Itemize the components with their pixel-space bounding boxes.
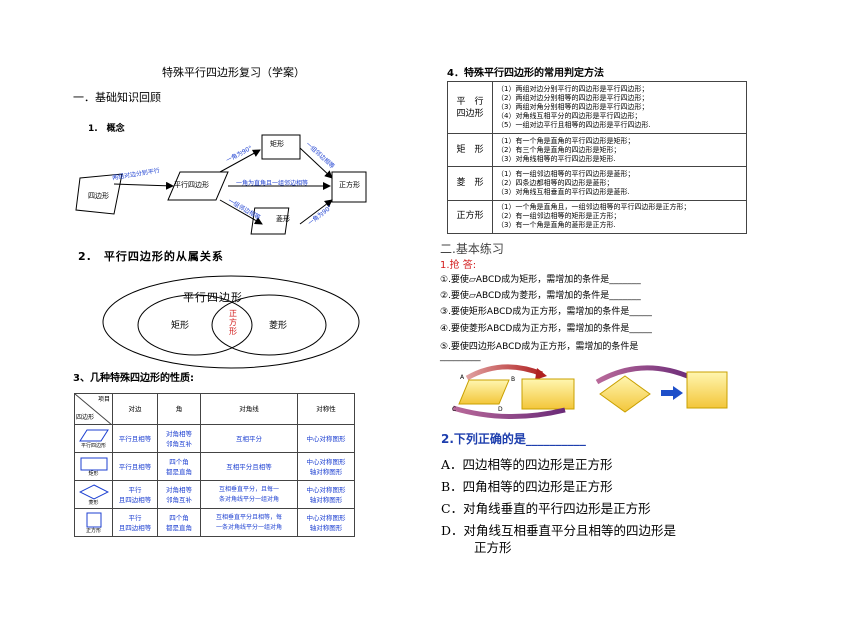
props-cell: 四个角 都是直角 — [157, 508, 201, 537]
judge-label: 平 行 四边形 — [447, 80, 493, 135]
fig-label-a: A — [460, 374, 465, 381]
node-square-label: 正方形 — [339, 181, 360, 189]
curved-arrow-1 — [465, 364, 543, 381]
transform-figure — [452, 364, 728, 420]
judge-label: 矩 形 — [447, 133, 493, 168]
edge-para-square-label: 一角为直角且一组邻边相等 — [236, 180, 309, 187]
props-cell: 对角相等 邻角互补 — [157, 480, 201, 509]
props-row-shape: 正方形 — [74, 508, 113, 537]
props-cell: 中心对称图形 — [297, 424, 355, 453]
node-para-label: 平行四边形 — [174, 181, 209, 189]
q1-title: 1.抢 答: — [440, 260, 477, 271]
props-header-edge: 对边 — [112, 393, 158, 425]
para-shape — [167, 171, 229, 201]
props-row-shape: 矩形 — [74, 452, 113, 481]
fig-arrow-right — [661, 390, 675, 396]
venn-right — [211, 294, 327, 356]
choice-d: D．对角线互相垂直平分且相等的四边形是 — [441, 523, 677, 538]
q1-item-3: ③.要使矩形ABCD成为正方形，需增加的条件是_____ — [440, 307, 652, 317]
properties-table: 项目 四边形 对边 角 对角线 对称性 平行四边形 平行且相等 对角相等 邻角互… — [74, 393, 355, 537]
curved-arrow-3 — [595, 365, 694, 385]
fig-label-d: D — [498, 406, 503, 413]
fig-parallelogram — [458, 379, 510, 405]
venn-left — [137, 294, 253, 356]
fig-rectangle — [521, 378, 575, 410]
q1-item-4: ④.要使菱形ABCD成为正方形，需增加的条件是_____ — [440, 324, 652, 334]
props-cell: 中心对称图形 轴对称图形 — [297, 508, 355, 537]
props-corner-cell: 项目 四边形 — [74, 393, 113, 425]
q1-item-5-blank: _________ — [440, 352, 481, 362]
section1-heading: 一．基础知识回顾 — [73, 91, 161, 104]
props-row-shape: 平行四边形 — [74, 424, 113, 453]
concept-diagram — [75, 134, 367, 235]
props-cell: 中心对称图形 轴对称图形 — [297, 480, 355, 509]
props-cell: 互相垂直平分且相等，每 一条对角线平分一组对角 — [200, 508, 298, 537]
square-shape — [331, 171, 367, 203]
fig-label-c: C — [452, 406, 457, 413]
venn-outer — [102, 275, 360, 369]
rect-shape — [261, 134, 301, 160]
venn-outer-label: 平行四边形 — [183, 291, 243, 304]
props-row-shape: 菱形 — [74, 480, 113, 509]
concept-heading: 1. 概念 — [88, 124, 125, 134]
q1-item-1: ①.要使▱ABCD成为矩形，需增加的条件是_______ — [440, 275, 641, 285]
judge-label: 菱 形 — [447, 166, 493, 201]
judge-lines: （1）两组对边分别平行的四边形是平行四边形； （2）两组对边分别相等的四边形是平… — [492, 80, 747, 135]
props-cell: 互相平分 — [200, 424, 298, 453]
venn-diagram — [102, 275, 360, 369]
props-cell: 中心对称图形 轴对称图形 — [297, 452, 355, 481]
props-cell: 互相垂直平分，且每一 条对角线平分一组对角 — [200, 480, 298, 509]
node-rect-label: 矩形 — [270, 140, 284, 148]
judge-heading: 4．特殊平行四边形的常用判定方法 — [447, 68, 604, 79]
props-header-angle: 角 — [157, 393, 201, 425]
choice-a: A．四边相等的四边形是正方形 — [441, 457, 613, 472]
props-cell: 对角相等 邻角互补 — [157, 424, 201, 453]
props-cell: 平行 且四边相等 — [112, 480, 158, 509]
judge-label: 正方形 — [447, 199, 493, 235]
choice-d-line2: 正方形 — [474, 540, 512, 555]
props-cell: 互相平分且相等 — [200, 452, 298, 481]
rhombus-shape — [250, 207, 290, 235]
venn-center-label: 正方形 — [229, 309, 237, 336]
fig-rhombus — [599, 375, 651, 413]
choice-b: B．四角相等的四边形是正方形 — [441, 479, 613, 494]
props-heading: 3、几种特殊四边形的性质: — [73, 373, 194, 384]
judge-lines: （1）有一组邻边相等的平行四边形是菱形； （2）四条边都相等的四边形是菱形； （… — [492, 166, 747, 201]
choice-c: C．对角线垂直的平行四边形是正方形 — [441, 501, 651, 516]
venn-heading: 2. 平行四边形的从属关系 — [78, 250, 224, 263]
props-cell: 平行 且四边相等 — [112, 508, 158, 537]
curved-arrow-2 — [452, 405, 566, 420]
venn-left-label: 矩形 — [171, 321, 190, 331]
quad-shape — [75, 173, 123, 215]
props-cell: 四个角 都是直角 — [157, 452, 201, 481]
fig-label-b: B — [511, 376, 516, 383]
node-rhombus-label: 菱形 — [276, 215, 290, 223]
props-header-sym: 对称性 — [297, 393, 355, 425]
props-header-diag: 对角线 — [200, 393, 298, 425]
props-cell: 平行且相等 — [112, 424, 158, 453]
judge-lines: （1）有一个角是直角的平行四边形是矩形； （2）有三个角是直角的四边形是矩形； … — [492, 133, 747, 168]
fig-square — [686, 371, 728, 409]
section2-heading: 二.基本练习 — [440, 242, 504, 256]
node-quad-label: 四边形 — [88, 192, 109, 200]
q1-item-5: ⑤.要使四边形ABCD成为正方形，需增加的条件是 — [440, 342, 639, 352]
doc-title: 特殊平行四边形复习（学案） — [162, 66, 305, 79]
judge-lines: （1）一个角是直角且，一组邻边相等的平行四边形是正方形； （2）有一组邻边相等的… — [492, 199, 747, 235]
venn-right-label: 菱形 — [269, 321, 288, 331]
q2-title: 2.下列正确的是__________ — [441, 432, 586, 446]
q1-item-2: ②.要使▱ABCD成为菱形，需增加的条件是_______ — [440, 291, 641, 301]
judgement-table: 平 行 四边形 （1）两组对边分别平行的四边形是平行四边形； （2）两组对边分别… — [447, 80, 747, 235]
props-cell: 平行且相等 — [112, 452, 158, 481]
